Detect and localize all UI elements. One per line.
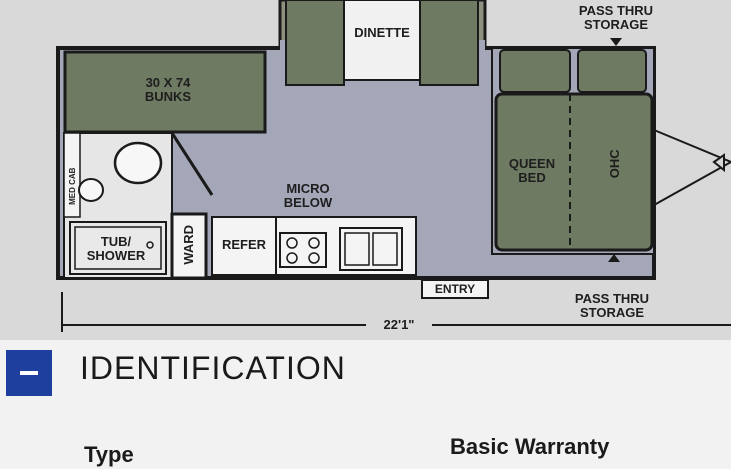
pass-thru-storage-bottom-label: PASS THRU STORAGE — [574, 291, 650, 320]
identification-section: IDENTIFICATION Type Basic Warranty — [0, 340, 731, 469]
pass-thru-storage-top-label: PASS THRU STORAGE — [578, 3, 654, 32]
length-dimension-label: 22'1" — [383, 317, 415, 332]
floorplan-image: DINETTE PASS THRU STORAGE 30 X 74 BUNKS … — [56, 0, 731, 332]
tub-shower-label: TUB/ SHOWER — [86, 234, 146, 263]
entry-step — [421, 279, 489, 299]
type-label: Type — [84, 442, 134, 467]
bunks-label: 30 X 74 BUNKS — [144, 75, 192, 104]
bunks — [63, 50, 267, 134]
med-cab-label: MED CAB — [67, 167, 77, 205]
ward-label: WARD — [181, 224, 197, 265]
section-title: IDENTIFICATION — [80, 350, 346, 386]
entry-label: ENTRY — [434, 282, 476, 296]
refrigerator — [211, 216, 277, 276]
minus-icon — [20, 371, 38, 375]
ohc-label: OHC — [607, 149, 623, 179]
refer-label: REFER — [221, 237, 267, 252]
micro-below-label: MICRO BELOW — [283, 181, 333, 210]
queen-bed — [494, 92, 654, 252]
queen-bed-label: QUEEN BED — [508, 156, 556, 185]
dinette-label: DINETTE — [354, 25, 410, 40]
floorplan-drawing — [56, 0, 731, 332]
collapse-button[interactable] — [6, 350, 52, 396]
hitch — [653, 128, 731, 207]
wardrobe — [170, 212, 208, 280]
basic-warranty-label: Basic Warranty — [450, 434, 610, 459]
